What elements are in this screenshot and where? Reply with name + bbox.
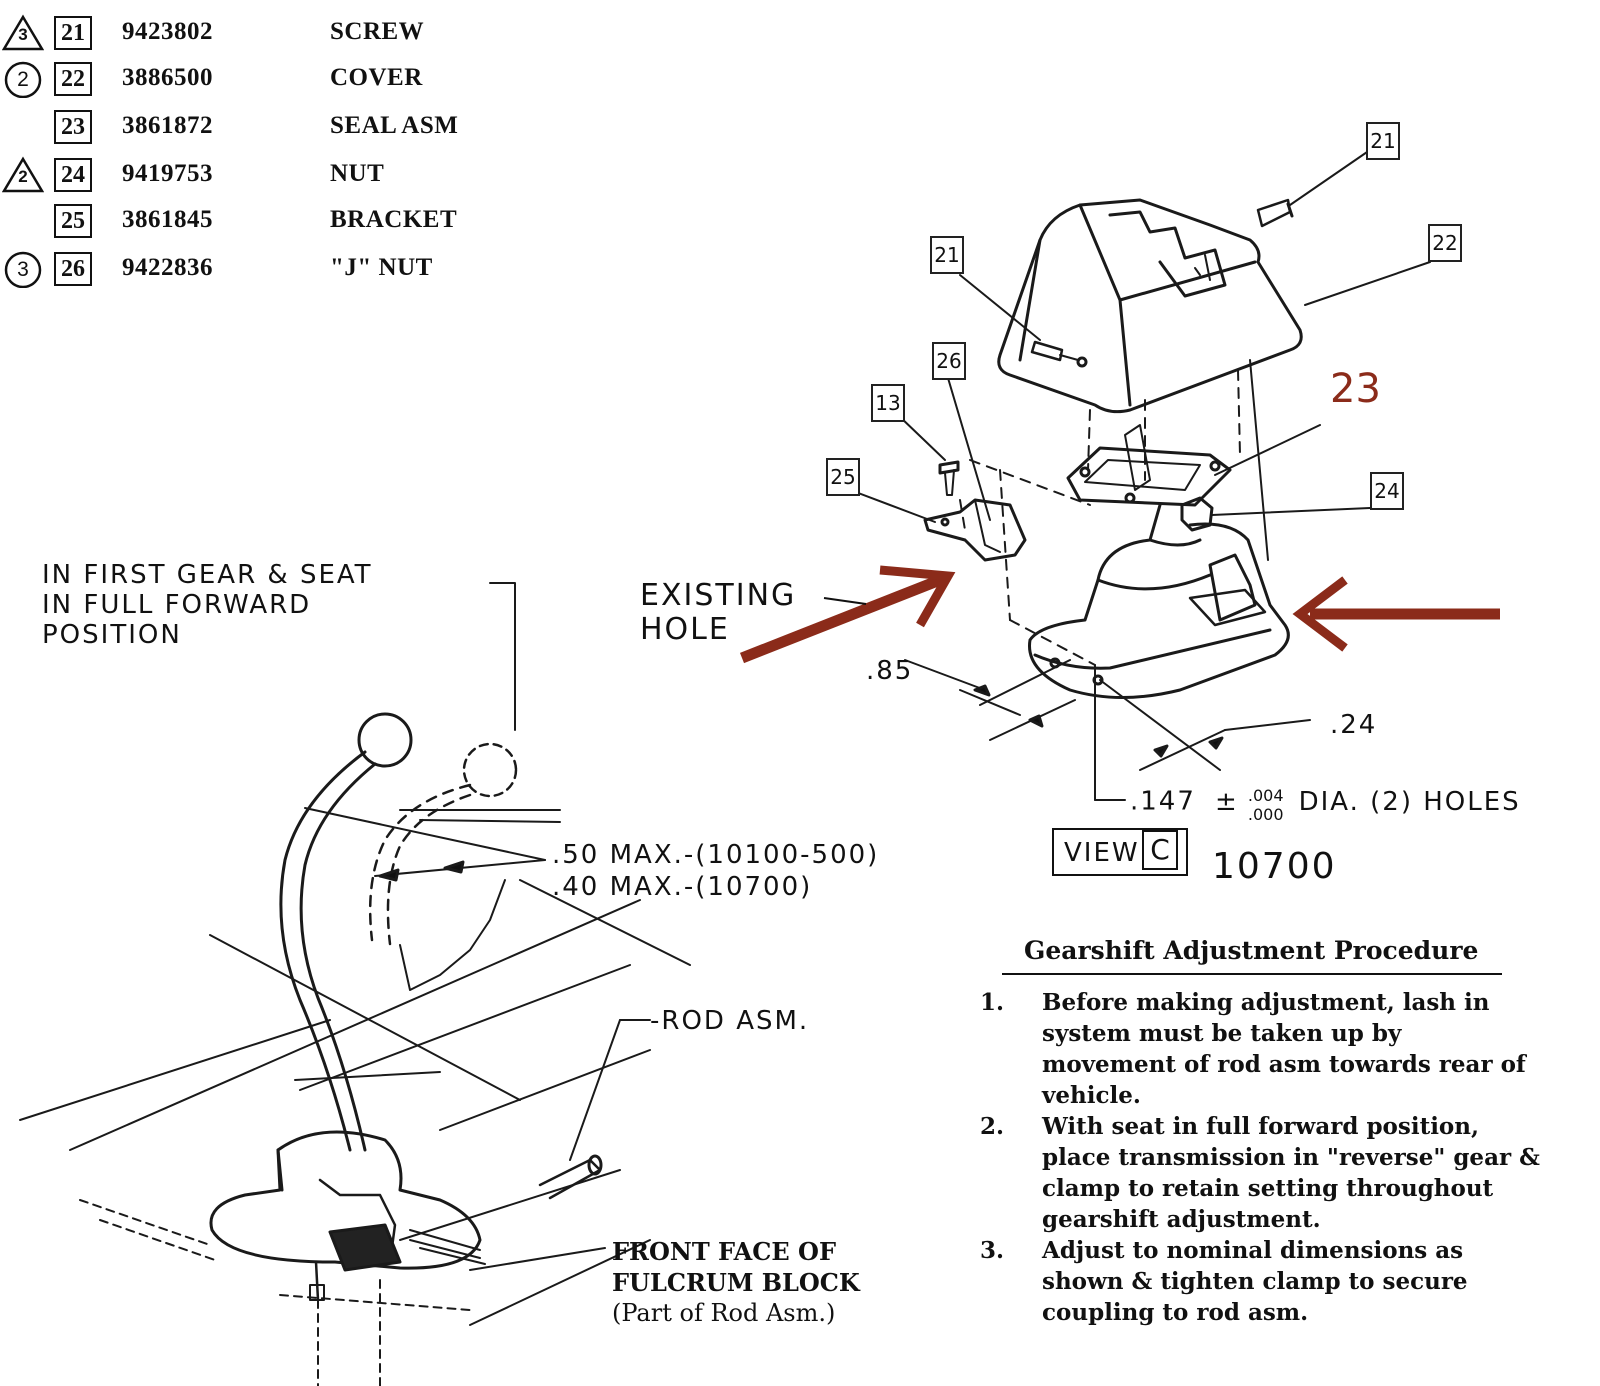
fulcrum-block-label: FRONT FACE OF FULCRUM BLOCK (Part of Rod… bbox=[612, 1236, 860, 1329]
rod-asm-label: -ROD ASM. bbox=[650, 1006, 810, 1036]
part-number: 3861845 bbox=[122, 206, 213, 233]
part-number: 9422836 bbox=[122, 254, 213, 281]
shifter-cover-drawing bbox=[997, 198, 1303, 414]
parts-row: 2 22 3886500 COVER bbox=[0, 56, 520, 100]
step-text: Adjust to nominal dimensions as shown & … bbox=[1042, 1237, 1468, 1326]
max-dimension-1: .50 MAX.-(10100-500) bbox=[552, 840, 880, 870]
parts-row: 3 26 9422836 "J" NUT bbox=[0, 246, 520, 290]
part-name: SCREW bbox=[330, 18, 425, 45]
parts-table: 3 21 9423802 SCREW 2 22 3886500 COVER 23… bbox=[0, 10, 520, 300]
ref-number: 21 bbox=[54, 16, 92, 50]
existing-hole-leader bbox=[823, 597, 867, 605]
first-gear-note-line2: IN FULL FORWARD bbox=[42, 590, 312, 620]
part-name: BRACKET bbox=[330, 206, 458, 233]
ref-number: 25 bbox=[54, 204, 92, 238]
ref-number: 22 bbox=[54, 62, 92, 96]
step-number: 2. bbox=[980, 1113, 1005, 1140]
annotation-arrows bbox=[739, 565, 1500, 664]
callout-21-top: 21 bbox=[1366, 122, 1400, 160]
part-name: SEAL ASM bbox=[330, 112, 459, 139]
callout-25: 25 bbox=[826, 458, 860, 496]
existing-hole-label-line2: HOLE bbox=[640, 612, 730, 647]
view-label: VIEW bbox=[1064, 838, 1140, 868]
screw-13-drawing bbox=[938, 460, 960, 496]
mark-label: 2 bbox=[18, 167, 28, 186]
ref-number: 26 bbox=[54, 252, 92, 286]
callout-24: 24 bbox=[1370, 472, 1404, 510]
ref-number: 24 bbox=[54, 158, 92, 192]
ref-number: 23 bbox=[54, 110, 92, 144]
first-gear-note-line3: POSITION bbox=[42, 620, 182, 650]
callout-22: 22 bbox=[1428, 224, 1462, 262]
handwritten-23-annotation: 23 bbox=[1330, 366, 1381, 412]
circle-mark-icon: 3 bbox=[2, 250, 44, 288]
seal-asm-drawing bbox=[1066, 424, 1232, 507]
hole-spec-rest: DIA. (2) HOLES bbox=[1298, 786, 1521, 817]
mark-label: 2 bbox=[17, 68, 29, 91]
parts-row: 3 21 9423802 SCREW bbox=[0, 10, 520, 54]
view-letter: C bbox=[1142, 830, 1178, 870]
title-underline bbox=[1002, 973, 1502, 975]
hole-diameter: .147 bbox=[1130, 786, 1196, 817]
lever-view-drawing bbox=[19, 582, 691, 1386]
screw-21-left bbox=[1030, 340, 1088, 368]
plus-minus-sign: ± bbox=[1214, 786, 1239, 817]
fulcrum-label-line2: FULCRUM BLOCK bbox=[612, 1268, 860, 1297]
mark-label: 3 bbox=[17, 258, 29, 281]
circle-mark-icon: 2 bbox=[2, 60, 44, 98]
triangle-mark-icon: 3 bbox=[2, 14, 44, 52]
part-number: 9419753 bbox=[122, 160, 213, 187]
part-name: COVER bbox=[330, 64, 423, 91]
parts-row: 25 3861845 BRACKET bbox=[0, 198, 520, 242]
step-number: 3. bbox=[980, 1237, 1005, 1264]
part-number: 3886500 bbox=[122, 64, 213, 91]
mark-label: 3 bbox=[18, 25, 28, 44]
step-number: 1. bbox=[980, 989, 1005, 1016]
step-text: Before making adjustment, lash in system… bbox=[1042, 989, 1526, 1109]
dimension-24: .24 bbox=[1330, 710, 1378, 740]
fulcrum-label-line3: (Part of Rod Asm.) bbox=[612, 1299, 836, 1327]
first-gear-note-line1: IN FIRST GEAR & SEAT bbox=[42, 560, 373, 590]
hole-spec: .147 ± .004 .000 DIA. (2) HOLES bbox=[1130, 786, 1521, 824]
part-number: 3861872 bbox=[122, 112, 213, 139]
existing-hole-label-line1: EXISTING bbox=[640, 578, 797, 613]
callout-21-left: 21 bbox=[930, 236, 964, 274]
shifter-base-drawing bbox=[1028, 503, 1290, 699]
view-c-label-box: VIEW C bbox=[1052, 828, 1188, 876]
procedure-step: 2. With seat in full forward position, p… bbox=[980, 1111, 1540, 1235]
tolerance-plus: .004 bbox=[1247, 786, 1284, 805]
parts-row: 2 24 9419753 NUT bbox=[0, 152, 520, 196]
fulcrum-label-line1: FRONT FACE OF bbox=[612, 1237, 836, 1266]
tolerance-minus: .000 bbox=[1247, 805, 1284, 824]
gearshift-procedure: Gearshift Adjustment Procedure 1. Before… bbox=[980, 936, 1540, 1328]
part-name: "J" NUT bbox=[330, 254, 433, 281]
callout-13: 13 bbox=[871, 384, 905, 422]
tolerance: .004 .000 bbox=[1248, 786, 1284, 824]
part-name: NUT bbox=[330, 160, 385, 187]
part-number: 9423802 bbox=[122, 18, 213, 45]
bracket-drawing bbox=[923, 498, 1027, 562]
max-dimension-2: .40 MAX.-(10700) bbox=[552, 872, 813, 902]
model-number: 10700 bbox=[1212, 846, 1337, 887]
screw-21-right bbox=[1256, 198, 1294, 228]
triangle-mark-icon: 2 bbox=[2, 156, 44, 194]
step-text: With seat in full forward position, plac… bbox=[1042, 1113, 1540, 1233]
dimension-85: .85 bbox=[866, 656, 914, 686]
procedure-steps: 1. Before making adjustment, lash in sys… bbox=[980, 987, 1540, 1328]
procedure-step: 3. Adjust to nominal dimensions as shown… bbox=[980, 1235, 1540, 1328]
callout-26: 26 bbox=[932, 342, 966, 380]
procedure-title: Gearshift Adjustment Procedure bbox=[1024, 936, 1479, 965]
parts-row: 23 3861872 SEAL ASM bbox=[0, 104, 520, 148]
procedure-step: 1. Before making adjustment, lash in sys… bbox=[980, 987, 1540, 1111]
